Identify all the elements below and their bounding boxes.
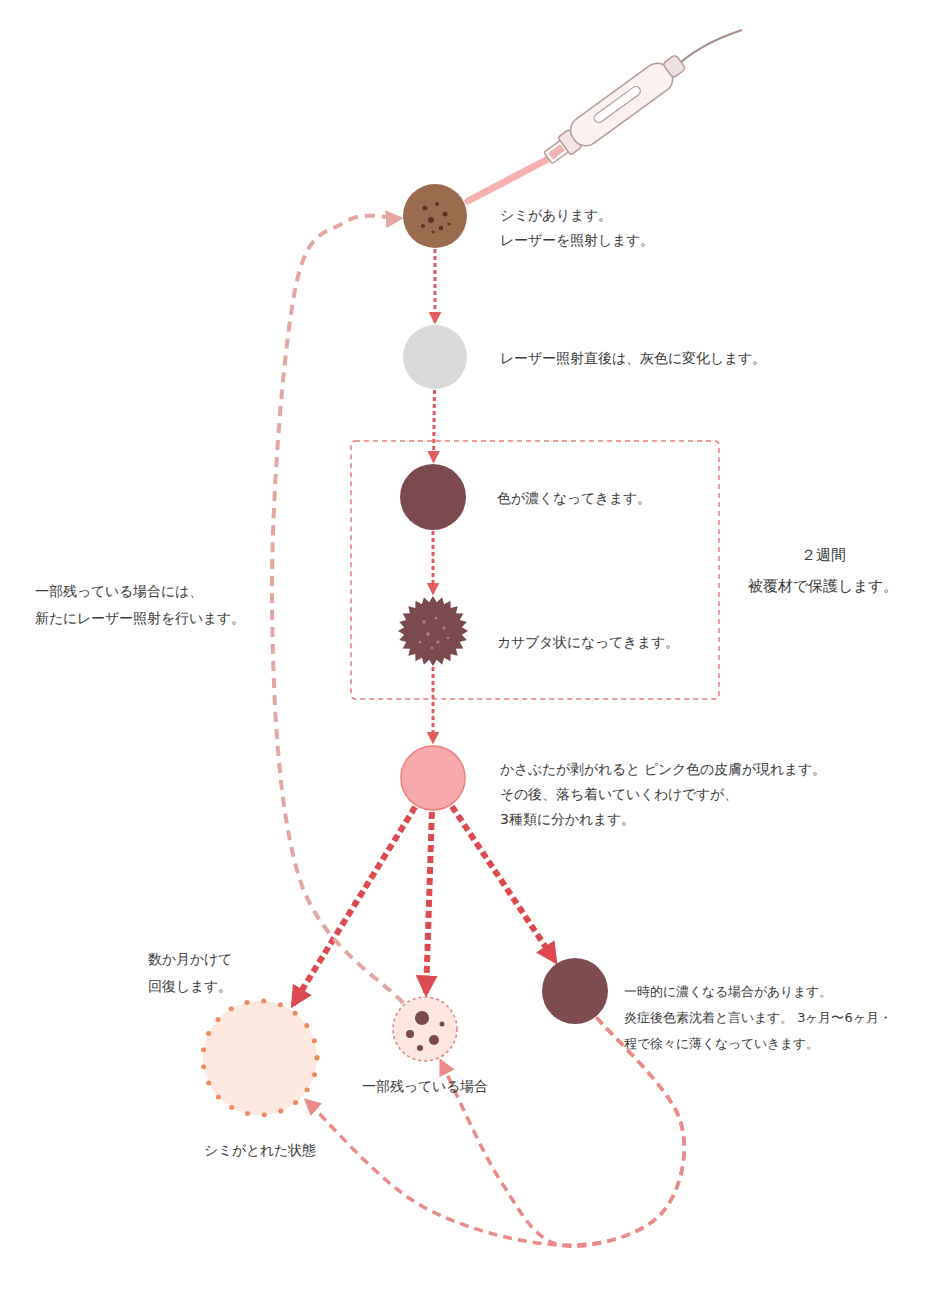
node-text: 一部残っている場合: [340, 1074, 510, 1099]
scab-fill: [398, 596, 468, 666]
handpiece-back: [662, 54, 686, 78]
shape-outline: [400, 464, 466, 530]
laser-beam: [468, 158, 550, 201]
gray-fill: [403, 325, 467, 389]
flow-arrow: [441, 1017, 684, 1246]
flow-arrow: [452, 806, 555, 961]
pigment-dot: [428, 217, 434, 223]
remaining-dot: [406, 1030, 414, 1038]
spot-circle: シミがあります。 レーザーを照射します。: [403, 184, 467, 248]
dashed-frame: [351, 441, 719, 699]
pink-fill: [401, 746, 465, 810]
dark-circle: 色が濃くなってきます。: [400, 464, 466, 530]
flow-arrow: [272, 216, 403, 1003]
node-text: 一時的に濃くなる場合があります。 炎症後色素沈着と言います。 3ヶ月〜6ヶ月・程…: [624, 979, 939, 1057]
scab-dot: [442, 626, 446, 630]
remaining-dot: [417, 1045, 423, 1051]
nozzle-window: [548, 144, 565, 159]
spot-fill: [403, 184, 467, 248]
flow-arrow: [432, 531, 435, 593]
pink-circle: かさぶたが剥がれると ピンク色の皮膚が現れます。 その後、落ち着いていくわけです…: [400, 745, 466, 811]
pigment-dot: [443, 212, 448, 217]
scab-dot: [435, 617, 438, 620]
pigment-dot: [447, 222, 450, 225]
pigment-dot: [435, 202, 439, 206]
node-text: シミがあります。 レーザーを照射します。: [500, 203, 675, 253]
period-box: ２週間 被覆材で保護します。色が濃くなってきます。カサブタ状になってきます。: [350, 440, 720, 700]
healed-fill: [203, 1001, 317, 1115]
edge-label: 一部残っている場合には、 新たにレーザー照射を行います。: [35, 578, 270, 632]
node-caption: シミがとれた状態: [180, 1138, 340, 1163]
remaining-dot: [415, 1011, 429, 1025]
pigment-dot: [431, 230, 434, 233]
scab-circle: カサブタ状になってきます。: [398, 596, 468, 666]
flow-arrow: [432, 667, 435, 742]
shape-outline: [400, 745, 466, 811]
pigment-dot: [421, 224, 425, 228]
flow-arrow: [434, 249, 437, 322]
pigment-dot: [423, 206, 428, 211]
handpiece-slot: [592, 85, 642, 125]
scab-dot: [419, 641, 422, 644]
node-text: カサブタ状になってきます。: [497, 630, 717, 655]
connectors: [272, 216, 684, 1247]
node-text: 色が濃くなってきます。: [497, 486, 717, 511]
partial-fill: [393, 997, 457, 1061]
node-text: ２週間 被覆材で保護します。: [733, 540, 913, 602]
pigment-dot: [439, 226, 443, 230]
pih-circle: 一時的に濃くなる場合があります。 炎症後色素沈着と言います。 3ヶ月〜6ヶ月・程…: [542, 958, 608, 1024]
flow-arrow: [293, 807, 415, 1005]
shape-outline: [403, 184, 467, 248]
flow-arrow: [426, 812, 432, 993]
node-text: かさぶたが剥がれると ピンク色の皮膚が現れます。 その後、落ち着いていくわけです…: [500, 757, 865, 832]
remaining-dot: [429, 1035, 439, 1045]
scab-dot: [422, 620, 426, 624]
scab-dot: [447, 637, 450, 640]
dark-fill: [542, 958, 608, 1024]
shape-outline: [542, 958, 608, 1024]
shape-outline: [403, 325, 467, 389]
scab-dot: [431, 647, 434, 650]
gray-circle: レーザー照射直後は、灰色に変化します。: [403, 325, 467, 389]
scab-dot: [436, 640, 440, 644]
handpiece-body: [565, 58, 678, 152]
remaining-dot: [440, 1022, 445, 1027]
shape-outline: [392, 996, 458, 1062]
flow-arrow: [434, 390, 435, 461]
dark-fill: [400, 464, 466, 530]
partial-circle: 一部残っている場合: [392, 996, 458, 1062]
scab-dot: [426, 632, 430, 636]
shape-outline: [398, 596, 468, 666]
node-text: レーザー照射直後は、灰色に変化します。: [500, 346, 820, 371]
shape-outline: [200, 998, 320, 1118]
laser-handpiece: [539, 49, 689, 170]
cable: [681, 30, 742, 62]
node-text: 数か月かけて 回復します。: [148, 946, 288, 1000]
healed-circle: 数か月かけて 回復します。シミがとれた状態: [200, 998, 320, 1118]
